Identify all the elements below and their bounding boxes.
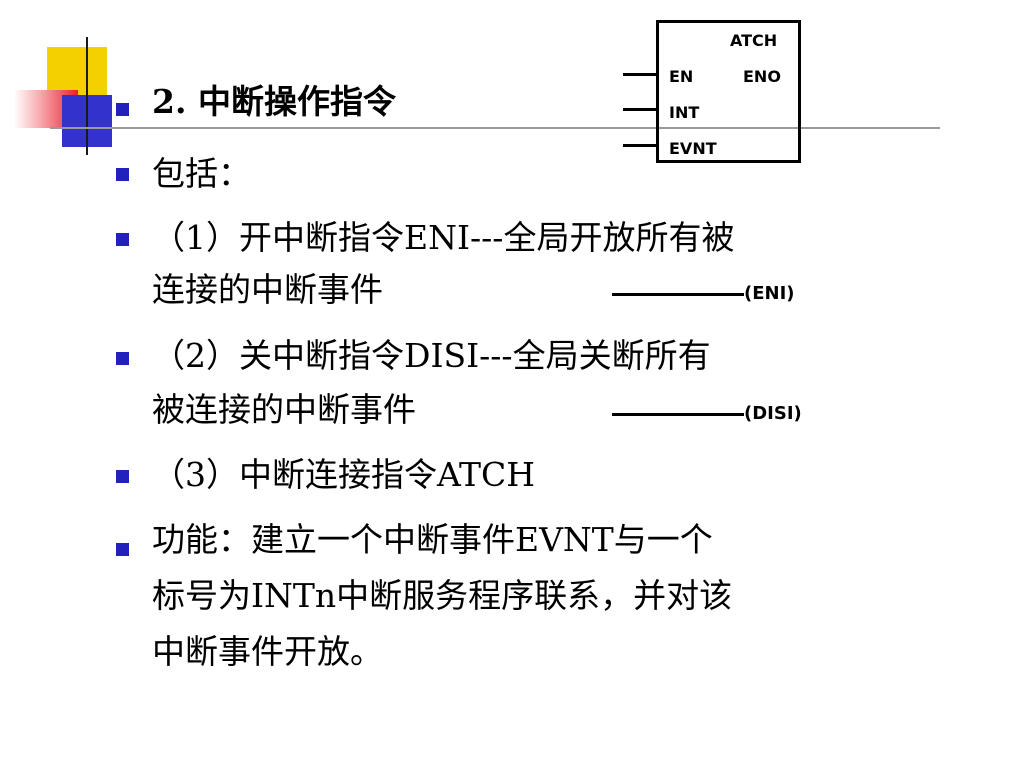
pin-en-wire	[623, 73, 656, 76]
disi-wire	[612, 413, 744, 416]
pin-int-wire	[623, 108, 656, 111]
atch-block-title: ATCH	[730, 31, 778, 50]
decor-vertical-line	[86, 37, 88, 155]
bullet-marker	[116, 470, 129, 483]
pin-evnt-wire	[623, 144, 656, 147]
bullet-text-line: （3）中断连接指令ATCH	[152, 455, 536, 494]
disi-coil-label: (DISI)	[744, 403, 802, 424]
eni-coil-label: (ENI)	[744, 283, 795, 304]
atch-function-block: ATCH EN ENO INT EVNT	[656, 20, 801, 163]
pin-int-label: INT	[669, 103, 700, 122]
bullet-marker	[116, 543, 129, 556]
bullet-marker	[116, 352, 129, 365]
eni-wire	[612, 293, 744, 296]
bullet-text-line: 功能：建立一个中断事件EVNT与一个	[152, 520, 713, 559]
bullet-text-line: 连接的中断事件	[152, 270, 383, 309]
bullet-text-line: 包括：	[152, 154, 251, 193]
bullet-text-line: 被连接的中断事件	[152, 390, 416, 429]
bullet-text-line: 标号为INTn中断服务程序联系，并对该	[152, 576, 733, 615]
bullet-marker	[116, 103, 129, 116]
bullet-marker	[116, 233, 129, 246]
pin-eno-label: ENO	[743, 67, 781, 86]
bullet-marker	[116, 168, 129, 181]
bullet-text-line: 中断事件开放。	[152, 632, 383, 671]
title-underline	[50, 127, 940, 129]
pin-evnt-label: EVNT	[669, 139, 717, 158]
slide-title: 2. 中断操作指令	[152, 82, 396, 121]
bullet-text-line: （2）关中断指令DISI---全局关断所有	[152, 336, 711, 375]
pin-en-label: EN	[669, 67, 694, 86]
bullet-text-line: （1）开中断指令ENI---全局开放所有被	[152, 218, 735, 257]
